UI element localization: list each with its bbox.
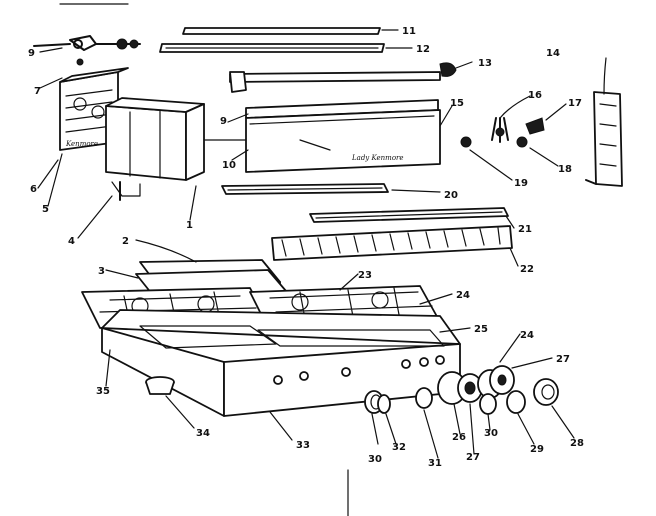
callout-32: 32 bbox=[392, 442, 406, 453]
callout-26: 26 bbox=[452, 432, 466, 443]
bracket-14 bbox=[585, 91, 623, 187]
callout-2: 2 bbox=[122, 236, 129, 247]
callout-23: 23 bbox=[358, 270, 372, 281]
callout-30a: 30 bbox=[368, 454, 382, 465]
knob-28 bbox=[533, 378, 559, 406]
callout-1: 1 bbox=[186, 220, 193, 231]
small-part-16 bbox=[491, 117, 509, 143]
knob-31 bbox=[415, 387, 433, 409]
pot-34 bbox=[145, 376, 175, 395]
knob-32 bbox=[377, 394, 391, 414]
callout-24a: 24 bbox=[456, 290, 470, 301]
callout-22: 22 bbox=[520, 264, 534, 275]
callout-34: 34 bbox=[196, 428, 210, 439]
callout-14: 14 bbox=[546, 48, 560, 59]
callout-16: 16 bbox=[528, 90, 542, 101]
callout-15: 15 bbox=[450, 98, 464, 109]
callout-9a: 9 bbox=[28, 48, 35, 59]
callout-21: 21 bbox=[518, 224, 532, 235]
vent-grille-22 bbox=[271, 225, 513, 261]
small-part-18 bbox=[516, 136, 528, 148]
panel-signature: Lady Kenmore bbox=[351, 154, 404, 162]
rail-part-9 bbox=[229, 71, 441, 93]
callout-5: 5 bbox=[42, 204, 49, 215]
rotisserie-motor-housing: Kenmore bbox=[59, 58, 129, 151]
callout-18: 18 bbox=[558, 164, 572, 175]
callout-35: 35 bbox=[96, 386, 110, 397]
callout-19: 19 bbox=[514, 178, 528, 189]
bracket-13 bbox=[439, 62, 457, 77]
callout-27a: 27 bbox=[556, 354, 570, 365]
small-part-19 bbox=[460, 136, 472, 148]
callout-27b: 27 bbox=[466, 452, 480, 463]
callout-7: 7 bbox=[34, 86, 41, 97]
callout-labels: 11 12 13 14 9 7 6 5 4 1 9 10 15 16 17 18… bbox=[28, 26, 584, 469]
callout-9b: 9 bbox=[220, 116, 227, 127]
small-part-17 bbox=[525, 117, 545, 135]
callout-3: 3 bbox=[98, 266, 105, 277]
callout-10: 10 bbox=[222, 160, 236, 171]
rod-12 bbox=[159, 43, 385, 53]
panel-21 bbox=[309, 207, 509, 223]
callout-30b: 30 bbox=[484, 428, 498, 439]
callout-17: 17 bbox=[568, 98, 582, 109]
window-box-1 bbox=[105, 97, 257, 201]
callout-6: 6 bbox=[30, 184, 37, 195]
control-panel-10: Lady Kenmore bbox=[245, 99, 441, 173]
brand-mark: Kenmore bbox=[65, 140, 98, 148]
knob-29-30b bbox=[479, 390, 526, 415]
callout-29: 29 bbox=[530, 444, 544, 455]
callout-24b: 24 bbox=[520, 330, 534, 341]
rod-11 bbox=[182, 27, 381, 35]
cooktop-body-33 bbox=[101, 309, 461, 417]
callout-13: 13 bbox=[478, 58, 492, 69]
callout-12: 12 bbox=[416, 44, 430, 55]
callout-28: 28 bbox=[570, 438, 584, 449]
callout-4: 4 bbox=[68, 236, 75, 247]
callout-11: 11 bbox=[402, 26, 416, 37]
callout-33: 33 bbox=[296, 440, 310, 451]
callout-25: 25 bbox=[474, 324, 488, 335]
callout-20: 20 bbox=[444, 190, 458, 201]
leader-lines bbox=[37, 29, 607, 459]
bezel-26-27 bbox=[437, 365, 515, 405]
panel-20 bbox=[221, 183, 389, 195]
skewer-part-9 bbox=[33, 35, 141, 51]
callout-31: 31 bbox=[428, 458, 442, 469]
